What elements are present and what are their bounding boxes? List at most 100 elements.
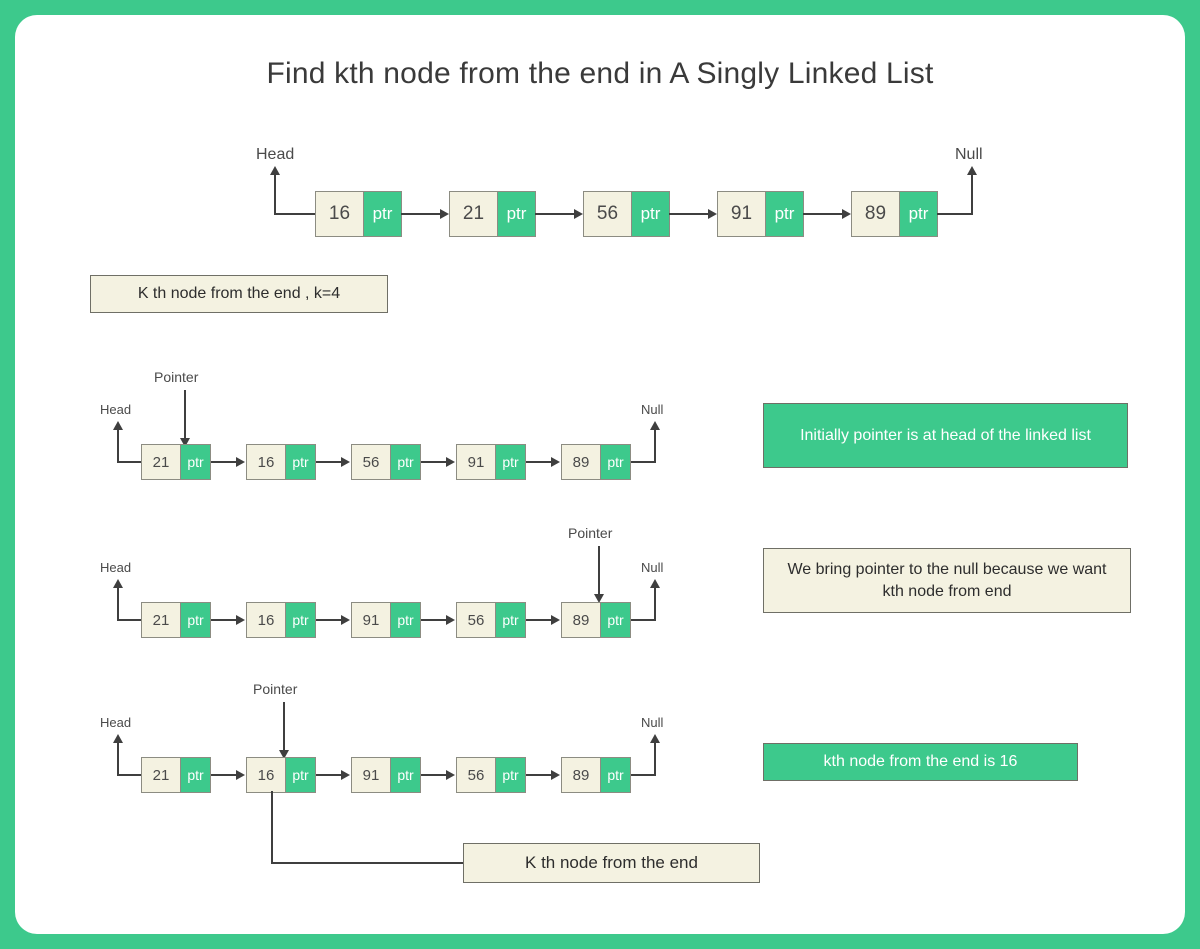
row2-node-1-ptr: ptr (285, 445, 315, 479)
row2-null-hline (631, 461, 656, 463)
row2-node-0-ptr: ptr (180, 445, 210, 479)
row1-null-hline (937, 213, 973, 215)
row1-head-arrowhead (270, 166, 280, 175)
row1-node-2: 56 ptr (583, 191, 670, 237)
k-value-box: K th node from the end , k=4 (90, 275, 388, 313)
row4-node-4-value: 89 (562, 758, 600, 792)
row4-head-vline (117, 741, 119, 775)
row3-node-3-value: 56 (457, 603, 495, 637)
row1-link-3-arrowhead (842, 209, 851, 219)
row2-pointer-label: Pointer (154, 369, 199, 385)
row2-link-1 (316, 461, 342, 463)
row1-link-0-arrowhead (440, 209, 449, 219)
row3-link-1 (316, 619, 342, 621)
row4-node-2-value: 91 (352, 758, 390, 792)
row4-link-2-arrowhead (446, 770, 455, 780)
row1-head-label: Head (256, 146, 295, 163)
row1-link-1-arrowhead (574, 209, 583, 219)
row2-head-vline (117, 428, 119, 462)
row2-node-4: 89 ptr (561, 444, 631, 480)
row3-link-3 (526, 619, 552, 621)
row4-node-0: 21 ptr (141, 757, 211, 793)
row3-link-0-arrowhead (236, 615, 245, 625)
row1-null-vline (971, 173, 973, 214)
row1-node-2-value: 56 (584, 192, 631, 236)
row3-node-3: 56 ptr (456, 602, 526, 638)
row4-note-box: kth node from the end is 16 (763, 743, 1078, 781)
row4-link-1 (316, 774, 342, 776)
row4-link-0 (211, 774, 237, 776)
answer-leader-vline (271, 791, 273, 863)
row4-node-4-ptr: ptr (600, 758, 630, 792)
row4-head-arrowhead (113, 734, 123, 743)
row3-node-1-ptr: ptr (285, 603, 315, 637)
row2-link-2-arrowhead (446, 457, 455, 467)
row2-node-3: 91 ptr (456, 444, 526, 480)
row1-node-3-ptr: ptr (765, 192, 803, 236)
row3-null-hline (631, 619, 656, 621)
row2-node-4-ptr: ptr (600, 445, 630, 479)
row4-node-4: 89 ptr (561, 757, 631, 793)
row3-node-0: 21 ptr (141, 602, 211, 638)
row3-node-3-ptr: ptr (495, 603, 525, 637)
row2-link-0 (211, 461, 237, 463)
row2-pointer-vline (184, 390, 186, 438)
row3-node-4: 89 ptr (561, 602, 631, 638)
row3-null-vline (654, 586, 656, 620)
row4-pointer-label: Pointer (253, 681, 298, 697)
row3-note-box: We bring pointer to the null because we … (763, 548, 1131, 613)
row2-link-3 (526, 461, 552, 463)
row4-node-3: 56 ptr (456, 757, 526, 793)
row2-node-2-value: 56 (352, 445, 390, 479)
row3-node-1-value: 16 (247, 603, 285, 637)
row3-pointer-arrowhead (594, 594, 604, 603)
row3-node-2-ptr: ptr (390, 603, 420, 637)
row1-node-1-ptr: ptr (497, 192, 535, 236)
row4-node-2: 91 ptr (351, 757, 421, 793)
row2-node-3-ptr: ptr (495, 445, 525, 479)
row4-link-3 (526, 774, 552, 776)
row1-link-2-arrowhead (708, 209, 717, 219)
row4-null-arrowhead (650, 734, 660, 743)
row2-null-arrowhead (650, 421, 660, 430)
row1-node-3: 91 ptr (717, 191, 804, 237)
row2-link-0-arrowhead (236, 457, 245, 467)
row2-node-0-value: 21 (142, 445, 180, 479)
row3-link-3-arrowhead (551, 615, 560, 625)
row1-node-0-value: 16 (316, 192, 363, 236)
row3-link-2 (421, 619, 447, 621)
row3-node-4-value: 89 (562, 603, 600, 637)
row1-link-0 (401, 213, 443, 215)
row4-node-3-value: 56 (457, 758, 495, 792)
row1-head-vline (274, 173, 276, 214)
row1-node-4-value: 89 (852, 192, 899, 236)
row4-null-hline (631, 774, 656, 776)
row4-link-3-arrowhead (551, 770, 560, 780)
answer-leader-hline (271, 862, 465, 864)
row4-head-hline (117, 774, 142, 776)
white-card: Find kth node from the end in A Singly L… (15, 15, 1185, 934)
row3-pointer-label: Pointer (568, 525, 613, 541)
row1-node-4-ptr: ptr (899, 192, 937, 236)
row2-note-box: Initially pointer is at head of the link… (763, 403, 1128, 468)
row2-link-2 (421, 461, 447, 463)
row2-node-1-value: 16 (247, 445, 285, 479)
row4-pointer-vline (283, 702, 285, 750)
row3-node-0-ptr: ptr (180, 603, 210, 637)
row4-node-3-ptr: ptr (495, 758, 525, 792)
row4-link-0-arrowhead (236, 770, 245, 780)
row2-head-arrowhead (113, 421, 123, 430)
row2-node-3-value: 91 (457, 445, 495, 479)
row1-node-3-value: 91 (718, 192, 765, 236)
row2-node-2: 56 ptr (351, 444, 421, 480)
row1-node-2-ptr: ptr (631, 192, 669, 236)
row3-null-arrowhead (650, 579, 660, 588)
row1-node-4: 89 ptr (851, 191, 938, 237)
answer-box: K th node from the end (463, 843, 760, 883)
row3-head-hline (117, 619, 142, 621)
row1-null-label: Null (955, 146, 983, 163)
row3-head-vline (117, 586, 119, 620)
row4-link-1-arrowhead (341, 770, 350, 780)
row4-node-2-ptr: ptr (390, 758, 420, 792)
row1-node-1-value: 21 (450, 192, 497, 236)
